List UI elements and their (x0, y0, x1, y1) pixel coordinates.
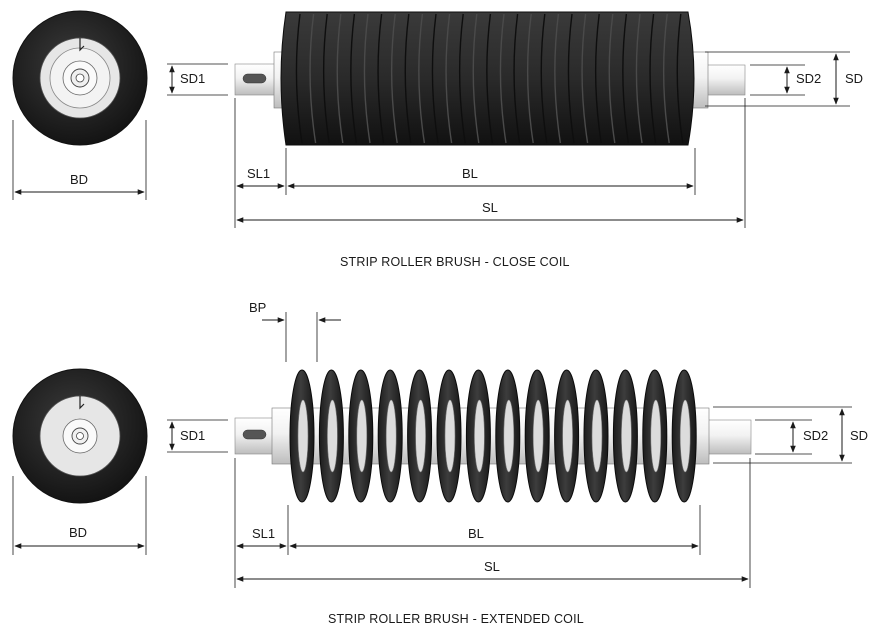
close-coil-strip-lines (295, 13, 684, 144)
coil-turn (524, 369, 550, 503)
strip-line (390, 13, 398, 144)
strip-line (635, 13, 643, 144)
strip-line (513, 13, 521, 144)
close-coil-end-view (12, 10, 148, 146)
coil-turn (289, 369, 315, 503)
label-bl: BL (462, 166, 478, 181)
label-sd2: SD2 (803, 428, 828, 443)
extended-coil-turns (289, 369, 697, 503)
label-sl1: SL1 (252, 526, 275, 541)
strip-line (295, 13, 303, 144)
strip-line (404, 13, 412, 144)
label-bd: BD (70, 172, 88, 187)
coil-turn (612, 369, 638, 503)
strip-line (676, 13, 684, 144)
extended-coil-side-view (234, 369, 752, 503)
strip-line (472, 13, 480, 144)
close-coil-caption: STRIP ROLLER BRUSH - CLOSE COIL (340, 255, 570, 269)
coil-turn (318, 369, 344, 503)
strip-line (350, 13, 358, 144)
coil-turn (495, 369, 521, 503)
strip-line (377, 13, 385, 144)
coil-turn (377, 369, 403, 503)
label-sd2: SD2 (796, 71, 821, 86)
strip-line (486, 13, 494, 144)
coil-turn (348, 369, 374, 503)
strip-line (554, 13, 562, 144)
label-sl1: SL1 (247, 166, 270, 181)
coil-turn (642, 369, 668, 503)
coil-turn (465, 369, 491, 503)
strip-line (336, 13, 344, 144)
label-bd: BD (69, 525, 87, 540)
strip-line (418, 13, 426, 144)
strip-line (649, 13, 657, 144)
strip-line (309, 13, 317, 144)
strip-line (526, 13, 534, 144)
label-sd: SD (850, 428, 868, 443)
strip-line (540, 13, 548, 144)
coil-turn (671, 369, 697, 503)
label-sd1: SD1 (180, 428, 205, 443)
strip-line (363, 13, 371, 144)
strip-line (322, 13, 330, 144)
close-coil-side-view (234, 11, 746, 146)
label-sd: SD (845, 71, 863, 86)
close-coil-dimensions: SD1 SD2 SD BD SL1 BL SL (12, 51, 863, 228)
extended-coil-end-view (12, 368, 148, 504)
strip-line (608, 13, 616, 144)
coil-turn (407, 369, 433, 503)
strip-line (445, 13, 453, 144)
label-bp: BP (249, 300, 266, 315)
label-bl: BL (468, 526, 484, 541)
coil-turn (436, 369, 462, 503)
strip-line (581, 13, 589, 144)
strip-line (662, 13, 670, 144)
strip-line (458, 13, 466, 144)
strip-line (594, 13, 602, 144)
label-sl: SL (482, 200, 498, 215)
coil-turn (583, 369, 609, 503)
extended-coil-dimensions: BP SD1 SD2 SD BD SL1 BL SL (12, 300, 868, 588)
label-sl: SL (484, 559, 500, 574)
label-sd1: SD1 (180, 71, 205, 86)
strip-line (431, 13, 439, 144)
strip-line (622, 13, 630, 144)
extended-coil-caption: STRIP ROLLER BRUSH - EXTENDED COIL (328, 612, 584, 626)
strip-line (567, 13, 575, 144)
coil-turn (554, 369, 580, 503)
strip-line (499, 13, 507, 144)
